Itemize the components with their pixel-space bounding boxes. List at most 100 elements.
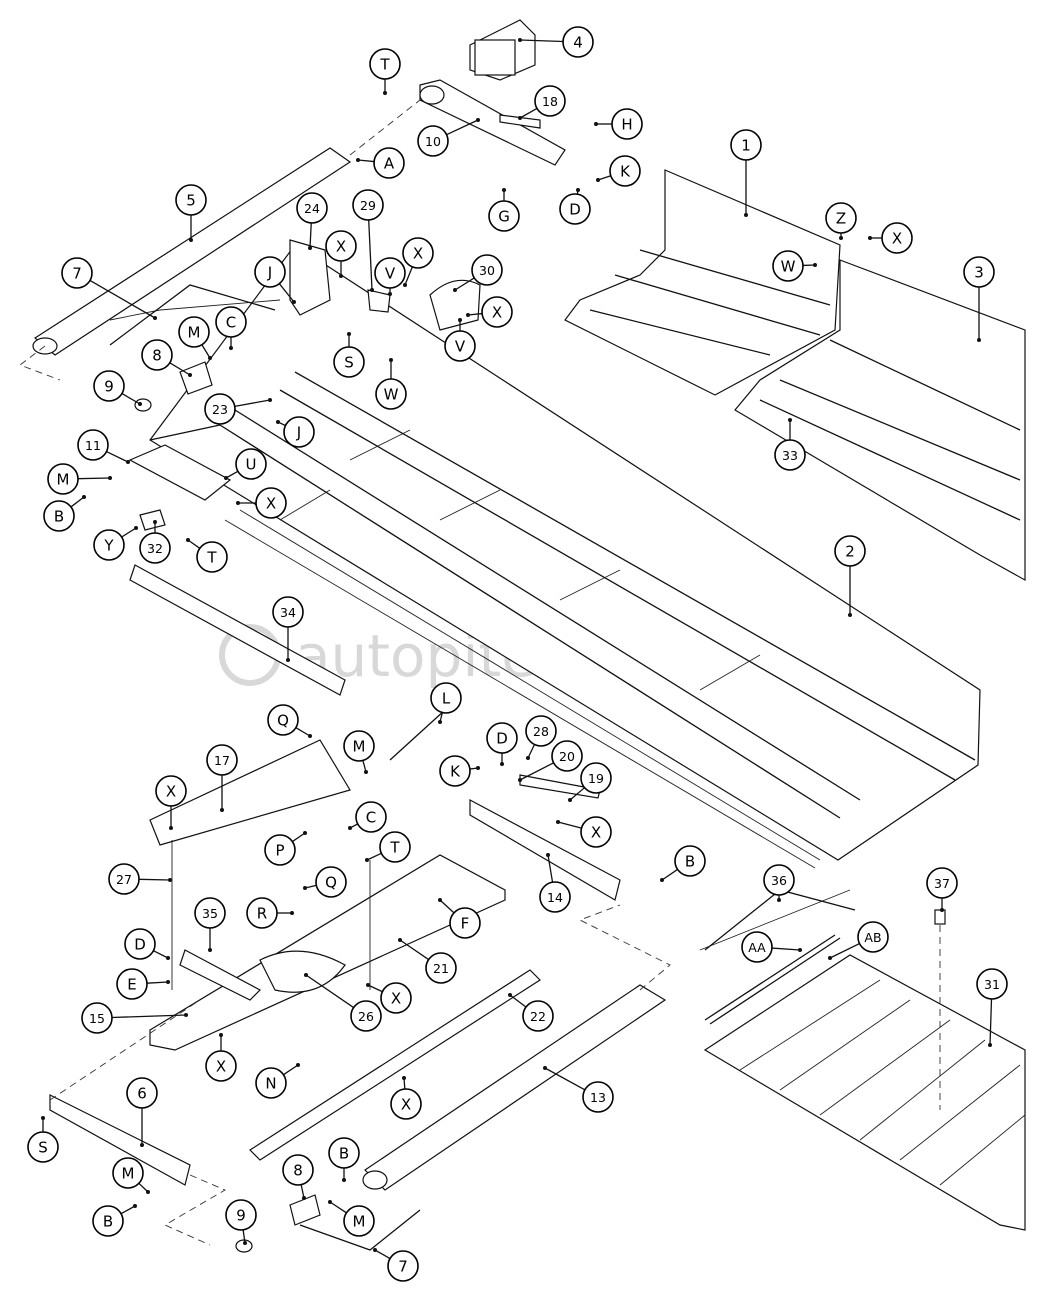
callout-6: 6	[126, 1077, 158, 1109]
leader-line	[557, 821, 582, 829]
leader-dot	[339, 274, 343, 278]
callout-w: W	[772, 250, 804, 282]
callout-label: 13	[590, 1090, 606, 1105]
callout-label: T	[206, 549, 217, 567]
callout-circle	[825, 202, 857, 234]
leader-line	[989, 998, 993, 1046]
callout-label: Z	[836, 210, 846, 228]
callout-circle	[315, 866, 347, 898]
callout-circle	[471, 254, 503, 286]
callout-7: 7	[387, 1250, 419, 1282]
callout-label: 29	[360, 198, 376, 213]
leader-line	[374, 1249, 391, 1260]
leader-line	[295, 727, 311, 737]
callout-u: U	[235, 448, 267, 480]
leader-dot	[744, 213, 748, 217]
leader-dot	[388, 292, 392, 296]
callout-circle	[206, 744, 238, 776]
callout-x: X	[402, 237, 434, 269]
callout-label: M	[122, 1165, 135, 1183]
leader-dot	[220, 808, 224, 812]
callout-label: D	[496, 730, 508, 748]
callout-n: N	[255, 1067, 287, 1099]
leader-line	[404, 266, 413, 286]
leader-line	[597, 175, 611, 181]
callout-y: Y	[93, 529, 125, 561]
leader-dot	[839, 236, 843, 240]
leader-dot	[356, 158, 360, 162]
shaft-lower	[362, 904, 671, 1191]
leader-dot	[383, 91, 387, 95]
callout-r: R	[246, 897, 278, 929]
callout-label: 19	[588, 771, 604, 786]
callout-circle	[374, 257, 406, 289]
callout-circle	[772, 250, 804, 282]
leader-dot	[500, 762, 504, 766]
callout-k: K	[609, 155, 641, 187]
leader-dot	[140, 1143, 144, 1147]
callout-label: X	[591, 824, 601, 842]
leader-dot	[466, 313, 470, 317]
callout-circle	[562, 26, 594, 58]
callout-circle	[61, 257, 93, 289]
callout-31: 31	[976, 968, 1008, 1000]
leader-dot	[166, 980, 170, 984]
leader-line	[829, 942, 860, 959]
callout-circle	[390, 1088, 422, 1120]
callout-circle	[155, 775, 187, 807]
leader-line	[509, 994, 527, 1008]
callout-circle	[741, 931, 773, 963]
callout-circle	[522, 1000, 554, 1032]
callout-11: 11	[77, 429, 109, 461]
callout-circle	[580, 816, 612, 848]
leader-dot	[518, 116, 522, 120]
callout-j: J	[283, 416, 315, 448]
leader-line	[153, 950, 169, 959]
leader-line	[138, 1182, 149, 1193]
callout-circle	[373, 147, 405, 179]
leader-line	[187, 539, 201, 549]
leader-dot	[977, 338, 981, 342]
callout-label: 37	[934, 876, 950, 891]
callout-z: Z	[825, 202, 857, 234]
leader-dot	[303, 886, 307, 890]
main-frame	[149, 244, 981, 869]
callout-j: J	[254, 256, 286, 288]
callout-label: 14	[547, 890, 563, 905]
callout-label: X	[391, 990, 401, 1008]
callout-v: V	[374, 257, 406, 289]
callout-label: T	[389, 839, 400, 857]
upper-panel-1	[564, 169, 841, 396]
leader-line	[146, 981, 169, 984]
leader-dot	[303, 831, 307, 835]
callout-d: D	[559, 193, 591, 225]
leader-line	[367, 984, 383, 993]
callout-q: Q	[267, 704, 299, 736]
callout-label: U	[246, 456, 257, 474]
callout-label: M	[57, 471, 70, 489]
leader-dot	[169, 826, 173, 830]
callout-circle	[255, 1067, 287, 1099]
callout-28: 28	[525, 715, 557, 747]
callout-label: 17	[214, 753, 230, 768]
callout-label: H	[621, 116, 632, 134]
leader-dot	[184, 1013, 188, 1017]
leader-dot	[153, 520, 157, 524]
callout-18: 18	[534, 85, 566, 117]
leader-line	[300, 1184, 305, 1199]
leader-dot	[526, 756, 530, 760]
leader-line	[234, 399, 271, 407]
callout-circle	[139, 532, 171, 564]
leader-dot	[41, 1116, 45, 1120]
leader-dot	[518, 38, 522, 42]
callout-37: 37	[926, 867, 958, 899]
callout-circle	[235, 448, 267, 480]
callout-circle	[282, 1154, 314, 1186]
callout-label: B	[103, 1213, 113, 1231]
callout-label: S	[38, 1139, 48, 1157]
leader-dot	[328, 1200, 332, 1204]
leader-dot	[556, 820, 560, 824]
callout-label: M	[353, 1213, 366, 1231]
leader-dot	[365, 858, 369, 862]
callout-22: 22	[522, 1000, 554, 1032]
